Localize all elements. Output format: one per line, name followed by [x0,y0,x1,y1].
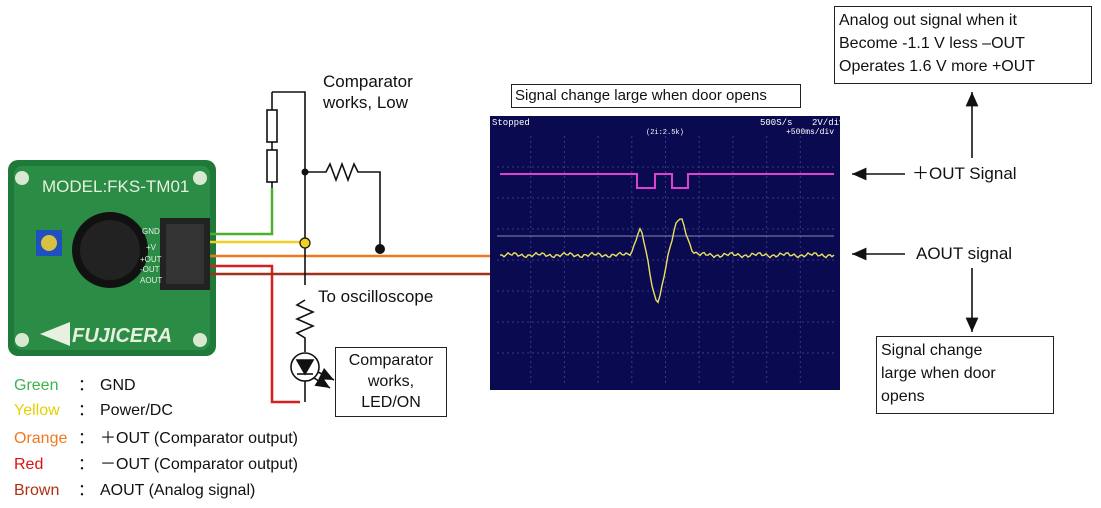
wires [210,188,490,404]
model-label: MODEL:FKS-TM01 [42,177,189,196]
legend-desc: GND [100,377,136,394]
legend-color-name: Yellow [14,402,60,419]
pin-label-v: +V [146,243,157,252]
junction-yellow [299,237,311,249]
legend-desc: －OUT (Comparator output) [100,456,298,473]
legend-color-name: Orange [14,430,68,447]
legend-row-green: Green：GND [14,377,136,394]
comparator-low-label: Comparator works, Low [323,72,413,112]
signal-change-note: Signal change large when door opens [876,336,1054,414]
legend-desc: ＋OUT (Comparator output) [100,430,298,447]
trace-aout [499,218,835,304]
resistor-1 [266,109,278,143]
scope-sample-rate: 500S/s [760,118,792,128]
resistor-4 [295,299,315,352]
legend-color-name: Red [14,456,44,473]
resistor-3 [305,161,381,248]
brand-logo-text: FUJICERA [72,325,172,347]
scope-volts-div: 2V/div [812,118,845,128]
pin-label-plus-out: +OUT [140,255,162,264]
plus-out-signal-label: ＋OUT Signal [912,164,1017,183]
wire-green [210,188,274,236]
legend-row-red: Red：－OUT (Comparator output) [14,456,298,473]
legend-row-yellow: Yellow：Power/DC [14,402,173,419]
analog-out-note: Analog out signal when it Become -1.1 V … [834,6,1092,84]
pin-label-minus-out: -OUT [140,265,160,274]
to-oscilloscope-label: To oscilloscope [318,287,434,306]
legend-row-orange: Orange：＋OUT (Comparator output) [14,430,298,447]
wire-red [210,264,300,404]
aout-signal-label: AOUT signal [916,244,1013,263]
legend-desc: Power/DC [100,402,173,419]
scope-status: Stopped [492,118,530,128]
oscilloscope-screen [490,116,840,390]
pin-label-gnd: GND [142,227,160,236]
arrows [852,92,979,332]
pin-label-aout: AOUT [140,276,162,285]
comparator-led-box: Comparator works, LED/ON [335,347,447,417]
junction-black [375,244,385,254]
schematic [266,91,381,402]
legend-row-brown: Brown：AOUT (Analog signal) [14,482,256,499]
sensor-module [8,160,216,356]
legend-color-name: Brown [14,482,60,499]
scope-caption: Signal change large when door opens [511,84,801,108]
legend-desc: AOUT (Analog signal) [100,482,256,499]
legend-color-name: Green [14,377,59,394]
resistor-2 [266,149,278,183]
led-diode-icon [295,359,315,376]
scope-time-div: +500ms/div [786,128,834,137]
trace-plus-out [500,173,834,189]
scope-center-info: (2i:2.5k) [646,129,684,137]
